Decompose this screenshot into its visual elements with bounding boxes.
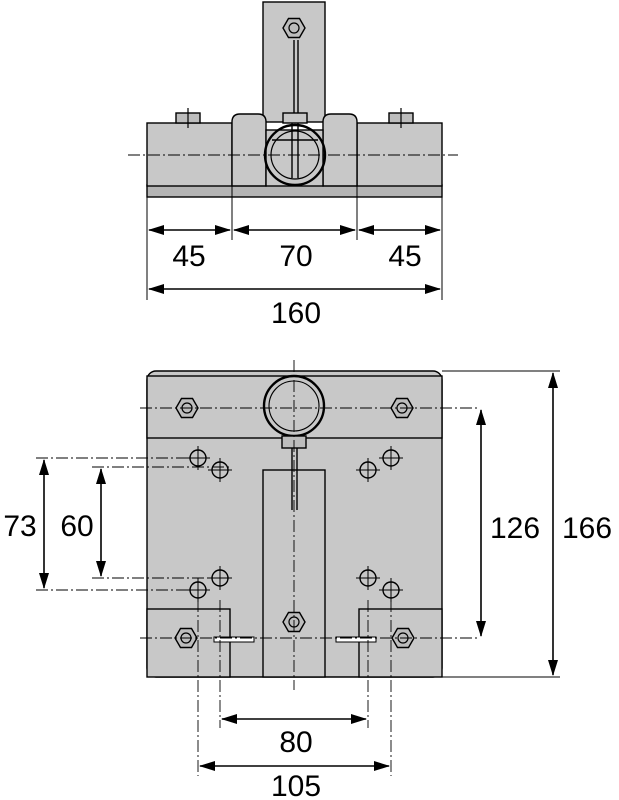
front-view: 45 70 45 160 bbox=[128, 1, 458, 330]
dim-label-105: 105 bbox=[271, 770, 321, 800]
dim-label-60: 60 bbox=[60, 510, 93, 543]
left-block-bolt bbox=[175, 108, 201, 128]
left-clamp-block bbox=[146, 122, 233, 187]
dim-label-80: 80 bbox=[279, 726, 312, 759]
dim-label-160: 160 bbox=[271, 297, 321, 330]
plan-view: 73 60 126 166 80 105 bbox=[3, 360, 612, 800]
strap-top-nut bbox=[282, 17, 306, 39]
dim-label-166: 166 bbox=[562, 512, 612, 545]
right-block-bolt bbox=[388, 108, 414, 128]
dim-label-45-left: 45 bbox=[172, 240, 205, 273]
dim-label-45-right: 45 bbox=[388, 240, 421, 273]
base-plate bbox=[146, 184, 443, 198]
dim-label-70: 70 bbox=[279, 240, 312, 273]
right-clamp-block bbox=[356, 122, 443, 187]
saddle bbox=[231, 113, 267, 187]
dim-label-126: 126 bbox=[490, 512, 540, 545]
dim-label-73: 73 bbox=[3, 510, 36, 543]
